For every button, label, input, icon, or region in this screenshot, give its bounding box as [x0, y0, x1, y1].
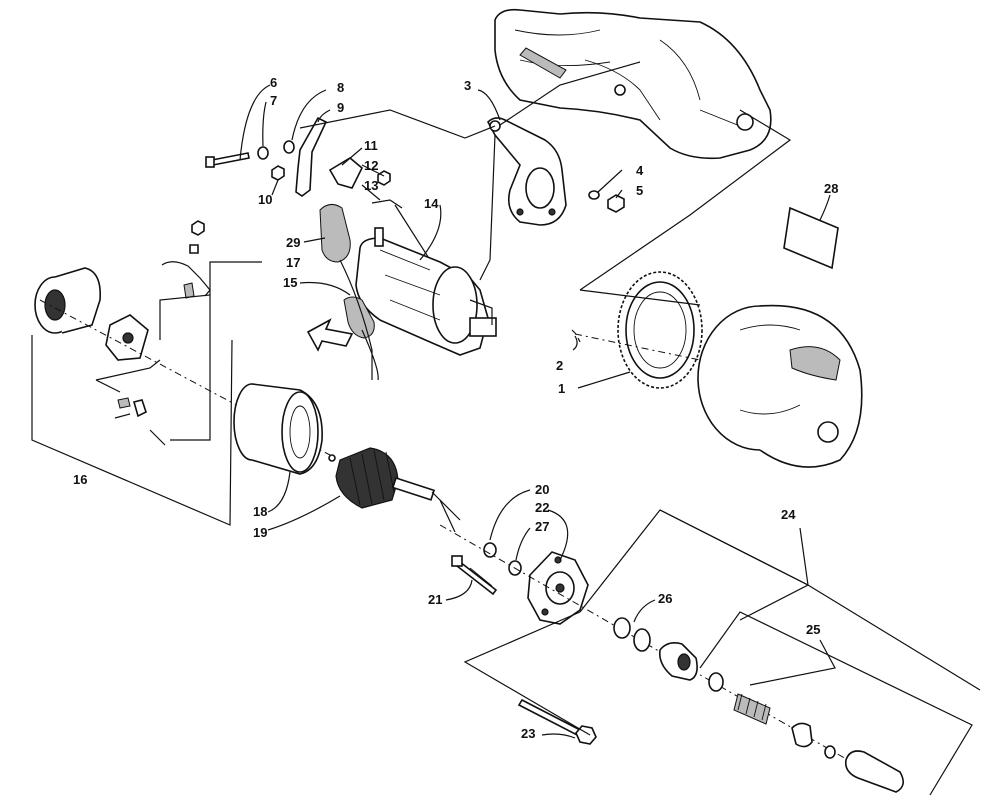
- o-ring-20: [483, 542, 497, 558]
- brush-holder: [105, 314, 149, 361]
- snap-ring: [824, 745, 836, 759]
- callout-17: 17: [286, 255, 300, 270]
- pinion-spring: [733, 693, 771, 725]
- callout-3: 3: [464, 78, 471, 93]
- brush: [133, 399, 147, 418]
- decal-28: [783, 206, 839, 270]
- front-bracket-22: [527, 551, 589, 625]
- callout-15: 15: [283, 275, 297, 290]
- washer-7: [257, 146, 269, 160]
- centerline-flywheel: [574, 333, 701, 361]
- callout-23: 23: [521, 726, 535, 741]
- callout-21: 21: [428, 592, 442, 607]
- starter-leads: [339, 259, 379, 381]
- pinion-gear: [791, 722, 813, 748]
- nut-17a: [191, 220, 205, 236]
- screw-2: [571, 329, 581, 343]
- front-arrow-icon: [306, 318, 354, 352]
- callout-25: 25: [806, 622, 820, 637]
- flywheel-housing: [697, 304, 863, 468]
- nut-12: [377, 170, 391, 186]
- callout-8: 8: [337, 80, 344, 95]
- armature-19: [328, 447, 461, 533]
- callout-9: 9: [337, 100, 344, 115]
- callout-4: 4: [636, 163, 644, 178]
- callout-27: 27: [535, 519, 549, 534]
- callout-6: 6: [270, 75, 277, 90]
- washer-8: [283, 140, 295, 154]
- callout-28: 28: [824, 181, 838, 196]
- callout-14: 14: [424, 196, 439, 211]
- spring-17d: [183, 282, 195, 299]
- washer-26a: [613, 617, 631, 639]
- callout-19: 19: [253, 525, 267, 540]
- ring-gear: [617, 271, 703, 389]
- callout-11: 11: [364, 138, 378, 153]
- nut-5: [607, 194, 625, 213]
- nut-10: [271, 165, 285, 181]
- boot-29: [319, 204, 351, 263]
- callout-labels: 1 2 3 4 5 6 7 8 9 10 11 12 13 14 15 16 1…: [73, 75, 838, 741]
- bolt-6: [205, 152, 250, 168]
- callout-10: 10: [258, 192, 272, 207]
- strap-9: [295, 116, 328, 197]
- through-bolt-21: [451, 555, 498, 596]
- centerline-pinion: [439, 524, 901, 791]
- callout-24: 24: [781, 507, 796, 522]
- cable-13: [371, 199, 431, 261]
- bolt-23: [517, 698, 597, 745]
- clip-17b: [189, 244, 199, 254]
- yoke-18: [233, 383, 323, 475]
- callout-22: 22: [535, 500, 549, 515]
- washer-26b: [633, 628, 651, 652]
- stop-collar: [708, 672, 724, 692]
- starter-motor: [355, 227, 497, 356]
- callout-29: 29: [286, 235, 300, 250]
- leader-lines: [31, 61, 981, 796]
- stop-sleeve: [844, 750, 904, 793]
- starter-bracket: [487, 117, 567, 226]
- callout-13: 13: [364, 178, 378, 193]
- callout-1: 1: [558, 381, 565, 396]
- callout-18: 18: [253, 504, 267, 519]
- callout-2: 2: [556, 358, 563, 373]
- screws: [114, 413, 166, 446]
- callout-16: 16: [73, 472, 87, 487]
- wire-17c: [161, 261, 211, 297]
- washer-4: [588, 190, 600, 200]
- callout-20: 20: [535, 482, 549, 497]
- callout-5: 5: [636, 183, 643, 198]
- brush-spring: [117, 397, 131, 409]
- pinion-clutch: [658, 642, 698, 681]
- end-housing-16: [34, 267, 102, 334]
- callout-26: 26: [658, 591, 672, 606]
- callout-7: 7: [270, 93, 277, 108]
- callout-12: 12: [364, 158, 378, 173]
- engine-case: [494, 8, 772, 160]
- cover-11: [328, 157, 363, 189]
